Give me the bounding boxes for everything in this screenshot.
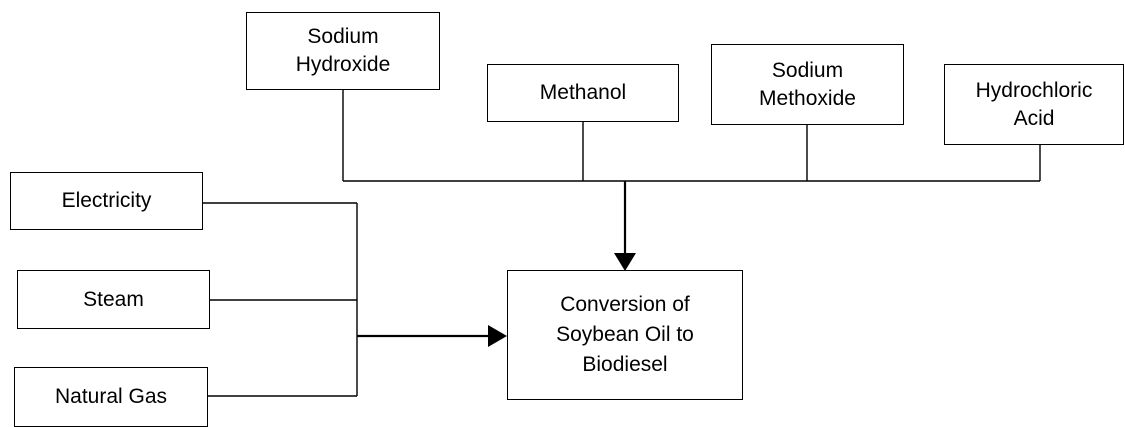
box-hydrochloric-acid: Hydrochloric Acid [944, 64, 1124, 145]
box-methanol: Methanol [487, 64, 679, 122]
box-sodium-methoxide: Sodium Methoxide [711, 44, 904, 125]
box-natural-gas: Natural Gas [14, 367, 208, 427]
box-process-conversion: Conversion of Soybean Oil to Biodiesel [507, 270, 743, 400]
box-electricity: Electricity [10, 172, 203, 230]
box-steam: Steam [17, 270, 210, 329]
box-sodium-hydroxide: Sodium Hydroxide [246, 12, 440, 90]
down-arrow-icon [614, 253, 636, 271]
right-arrow-icon [488, 325, 507, 347]
